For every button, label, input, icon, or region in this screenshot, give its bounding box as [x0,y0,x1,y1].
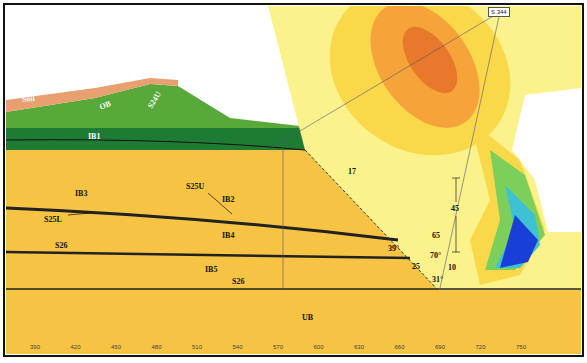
layer-label: S25L [44,216,62,224]
axis-tick: 420 [71,344,81,350]
axis-tick: 510 [192,344,202,350]
axis-tick: 540 [233,344,243,350]
tag-text: S 344 [491,9,507,15]
axis-tick: 690 [435,344,445,350]
layer-label: S25U [186,183,204,191]
layer-label: IB3 [75,190,87,198]
layer-label: S26 [55,242,67,250]
axis-tick: 720 [476,344,486,350]
axis-tick: 480 [152,344,162,350]
axis-tick: 390 [30,344,40,350]
layer-label: IB2 [222,196,234,204]
layer-label: 39° [388,245,399,253]
layer-label: S26 [232,278,244,286]
layer-label: 17 [348,168,356,176]
rock-mass [6,150,581,354]
section-tag: S 344 [488,7,510,17]
layer-label: 45 [451,205,459,213]
layer-label: 65 [432,232,440,240]
axis-tick: 660 [395,344,405,350]
layer-label: UB [302,314,313,322]
layer-label: IB4 [222,232,234,240]
layer-label: 70° [430,252,441,260]
axis-tick: 630 [354,344,364,350]
layer-label: 10 [448,264,456,272]
layer-label: Soil [22,95,36,104]
axis-tick: 570 [273,344,283,350]
layer-label: IB1 [88,133,100,141]
layer-label: IB5 [205,266,217,274]
axis-tick: 750 [516,344,526,350]
axis-tick: 450 [111,344,121,350]
layer-label: 25 [412,263,420,271]
ib1-band [6,128,310,150]
layer-label: 31° [432,276,443,284]
contour-field [260,0,587,300]
soil-layer [6,78,178,112]
axis-tick: 600 [314,344,324,350]
